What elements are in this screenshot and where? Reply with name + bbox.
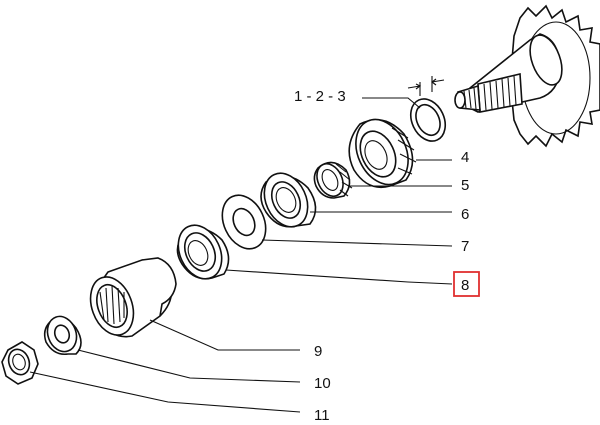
label-5: 5 <box>461 177 469 194</box>
flat-washer-part-10 <box>43 315 82 356</box>
oil-seal-part-8 <box>176 224 230 280</box>
label-4: 4 <box>461 149 469 166</box>
sleeve-part-9 <box>89 257 177 338</box>
label-7: 7 <box>461 238 469 255</box>
bearing-race-part-6 <box>260 172 317 228</box>
label-6: 6 <box>461 206 469 223</box>
label-9: 9 <box>314 343 322 360</box>
leader-lines <box>29 97 453 413</box>
needle-cage-part-5 <box>313 161 353 199</box>
label-11: 11 <box>314 407 330 424</box>
gear-shaft <box>454 4 600 148</box>
nut-part-11 <box>1 341 39 385</box>
label-8: 8 <box>461 277 469 294</box>
label-1-2-3: 1 - 2 - 3 <box>294 88 346 105</box>
shim-part-1-2-3 <box>407 76 447 142</box>
bearing-part-4 <box>348 118 417 189</box>
washer-part-7 <box>221 194 267 250</box>
highlight-box-part-8 <box>453 271 480 297</box>
label-10: 10 <box>314 375 331 392</box>
